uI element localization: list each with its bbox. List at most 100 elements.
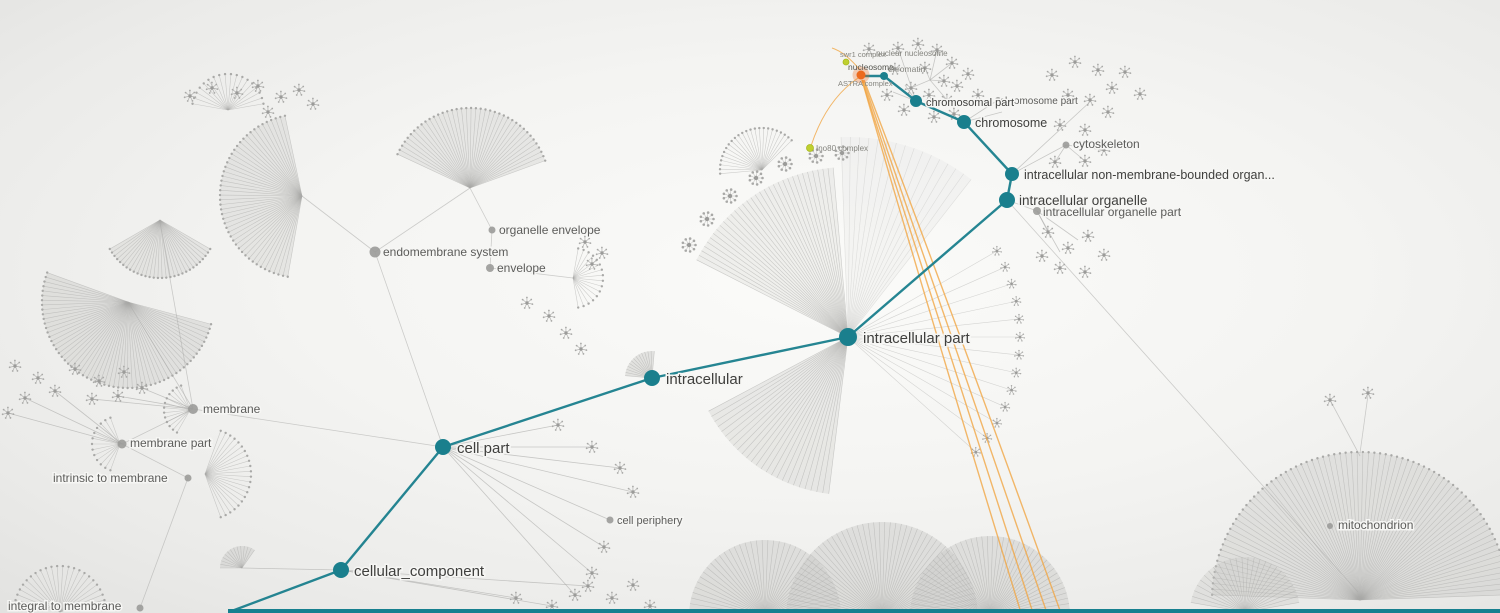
term-label[interactable]: envelope	[496, 260, 548, 277]
leaf-node-cluster[interactable]	[1014, 349, 1025, 360]
leaf-node-cluster[interactable]	[292, 83, 306, 96]
leaf-node-cluster[interactable]	[918, 61, 932, 74]
leaf-node-cluster[interactable]	[888, 62, 902, 75]
leaf-node-cluster[interactable]	[509, 591, 523, 604]
term-label[interactable]: intrinsic to membrane	[52, 470, 170, 487]
leaf-node-cluster[interactable]	[251, 79, 265, 92]
term-node[interactable]	[136, 604, 144, 612]
path-node-chromosomal-part[interactable]	[910, 95, 922, 107]
leaf-node-cluster[interactable]	[1015, 331, 1026, 342]
leaf-node-cluster[interactable]	[551, 418, 565, 431]
leaf-node-cluster[interactable]	[1061, 241, 1075, 254]
highlight-edge[interactable]	[340, 446, 444, 571]
highlight-edge[interactable]	[847, 199, 1008, 338]
leaf-node-cluster[interactable]	[904, 81, 918, 94]
leaf-node-cluster[interactable]	[585, 257, 599, 270]
leaf-node-cluster[interactable]	[1006, 278, 1017, 289]
leaf-node-cluster[interactable]	[230, 86, 244, 99]
leaf-node-cluster[interactable]	[1011, 296, 1022, 306]
term-label[interactable]: cell periphery	[616, 514, 685, 529]
leaf-node-cluster[interactable]	[1323, 393, 1337, 406]
path-node-cellular-component[interactable]	[333, 562, 349, 578]
leaf-node-cluster[interactable]	[135, 381, 149, 394]
leaf-node-cluster[interactable]	[205, 81, 219, 94]
leaf-node-cluster[interactable]	[605, 591, 619, 604]
path-node-chromosome[interactable]	[957, 115, 971, 129]
leaf-node-cluster[interactable]	[581, 579, 595, 592]
flower-node-cluster[interactable]	[681, 237, 697, 253]
leaf-node-cluster[interactable]	[1097, 248, 1111, 261]
leaf-node-cluster[interactable]	[891, 41, 905, 54]
leaf-node-cluster[interactable]	[568, 588, 582, 601]
leaf-node-cluster[interactable]	[897, 103, 911, 116]
leaf-node-cluster[interactable]	[595, 246, 609, 259]
leaf-node-cluster[interactable]	[111, 389, 125, 402]
leaf-node-cluster[interactable]	[1006, 385, 1017, 395]
leaf-node-cluster[interactable]	[991, 245, 1002, 256]
path-term-label[interactable]: chromosome	[974, 115, 1049, 132]
leaf-node-cluster[interactable]	[930, 43, 944, 56]
path-node-non-membrane-bounded-organelle[interactable]	[1005, 167, 1019, 181]
relation-edge-orange[interactable]	[862, 79, 1048, 613]
term-node[interactable]	[117, 439, 127, 449]
leaf-node-cluster[interactable]	[626, 485, 640, 498]
leaf-node-cluster[interactable]	[862, 42, 876, 55]
leaf-node-cluster[interactable]	[117, 365, 131, 378]
selected-node[interactable]	[856, 70, 866, 80]
term-label[interactable]: mitochondrion	[1337, 517, 1415, 534]
term-node[interactable]	[1033, 207, 1041, 215]
highlight-edge[interactable]	[963, 121, 1013, 175]
highlight-edge[interactable]	[442, 376, 653, 449]
term-node[interactable]	[369, 246, 381, 258]
leaf-node-cluster[interactable]	[940, 93, 954, 106]
term-node[interactable]	[1062, 141, 1070, 149]
relation-edge-orange[interactable]	[861, 79, 1034, 613]
leaf-node-cluster[interactable]	[1078, 123, 1092, 136]
leaf-node-cluster[interactable]	[1061, 88, 1075, 101]
leaf-node-cluster[interactable]	[68, 362, 82, 375]
leaf-node-cluster[interactable]	[8, 359, 22, 372]
leaf-node-cluster[interactable]	[1, 406, 15, 419]
leaf-node-cluster[interactable]	[1041, 225, 1055, 238]
leaf-node-cluster[interactable]	[183, 89, 197, 102]
flower-node-cluster[interactable]	[722, 188, 738, 204]
leaf-node-cluster[interactable]	[961, 67, 975, 80]
relation-edge-orange[interactable]	[831, 47, 861, 71]
flower-node-cluster[interactable]	[699, 211, 715, 227]
leaf-node-cluster[interactable]	[1011, 367, 1022, 378]
leaf-node-cluster[interactable]	[1091, 63, 1105, 76]
leaf-node-cluster[interactable]	[945, 56, 959, 69]
leaf-node-cluster[interactable]	[937, 74, 951, 87]
flower-node-cluster[interactable]	[834, 145, 850, 161]
leaf-node-cluster[interactable]	[578, 235, 592, 248]
path-term-label[interactable]: intracellular part	[862, 329, 973, 349]
leaf-node-cluster[interactable]	[613, 461, 627, 474]
tiny-term-label[interactable]: swr1 complex	[840, 50, 886, 59]
leaf-node-cluster[interactable]	[1097, 143, 1111, 156]
term-node[interactable]	[995, 97, 1001, 103]
path-term-label[interactable]: cellular_component	[353, 562, 487, 582]
leaf-node-cluster[interactable]	[597, 540, 611, 553]
relation-edge-orange[interactable]	[863, 79, 1062, 613]
path-term-label[interactable]: intracellular	[665, 370, 745, 390]
tiny-term-label[interactable]: nuclear nucleosome	[876, 49, 948, 58]
term-node[interactable]	[488, 226, 496, 234]
term-label[interactable]: membrane	[202, 401, 263, 418]
leaf-node-cluster[interactable]	[1014, 313, 1025, 324]
term-label[interactable]: organelle envelope	[498, 222, 603, 239]
tiny-term-label[interactable]: chromatin	[888, 64, 926, 74]
leaf-node-cluster[interactable]	[1035, 249, 1049, 262]
leaf-node-cluster[interactable]	[542, 309, 556, 322]
leaf-node-cluster[interactable]	[1105, 81, 1119, 94]
path-term-label[interactable]: intracellular non-membrane-bounded organ…	[1023, 167, 1277, 184]
path-term-label[interactable]: intracellular organelle	[1018, 192, 1149, 210]
term-node[interactable]	[486, 264, 494, 272]
leaf-node-cluster[interactable]	[585, 440, 599, 453]
leaf-node-cluster[interactable]	[1081, 229, 1095, 242]
term-label[interactable]: chromosome part	[999, 95, 1080, 109]
leaf-node-cluster[interactable]	[922, 88, 936, 101]
leaf-node-cluster[interactable]	[585, 566, 599, 579]
leaf-node-cluster[interactable]	[1068, 55, 1082, 68]
highlight-edge[interactable]	[228, 568, 342, 613]
